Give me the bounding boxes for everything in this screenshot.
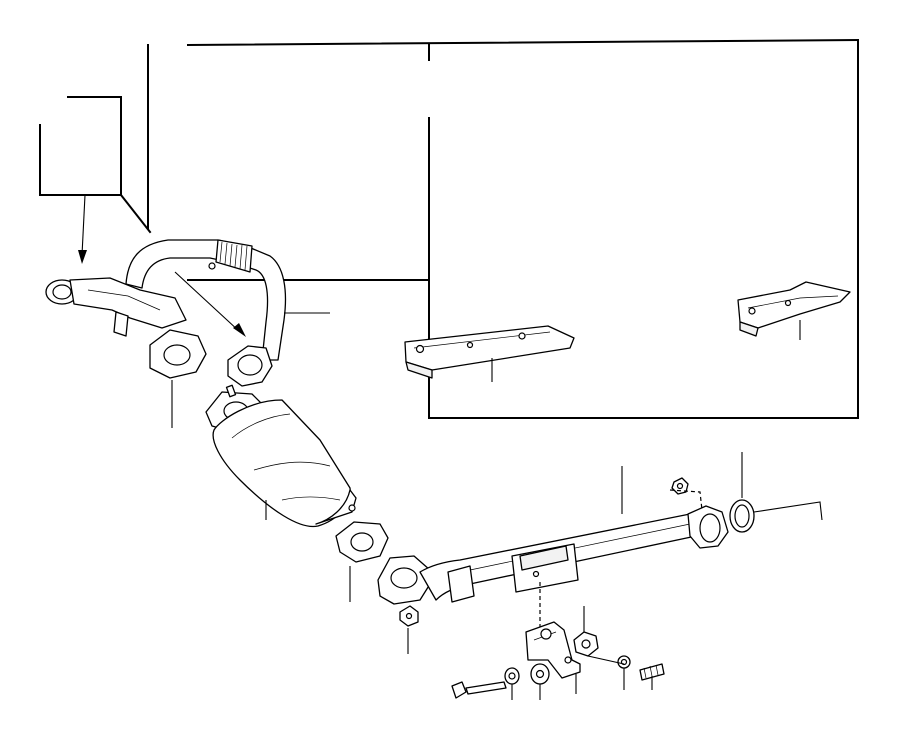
front-exhaust-pipe — [45, 239, 330, 361]
rear-connection-line — [753, 501, 823, 521]
ring-seal — [729, 452, 755, 533]
flange-gasket-3 — [335, 521, 389, 602]
callout-arrow-2 — [174, 271, 246, 337]
flange-gasket-2 — [227, 345, 273, 387]
flange-nut-lower — [399, 605, 419, 654]
catalytic-converter — [205, 384, 357, 528]
background-frame — [39, 38, 860, 419]
intermediate-pipe — [377, 466, 729, 605]
callout-arrow-1 — [78, 194, 87, 264]
hanger-bracket-assembly — [451, 582, 665, 700]
flange-nut-upper — [669, 477, 703, 511]
mounting-bracket-left — [404, 325, 575, 382]
mounting-bracket-right — [737, 281, 851, 340]
flange-gasket-1 — [149, 329, 207, 428]
flex-section — [215, 239, 253, 273]
